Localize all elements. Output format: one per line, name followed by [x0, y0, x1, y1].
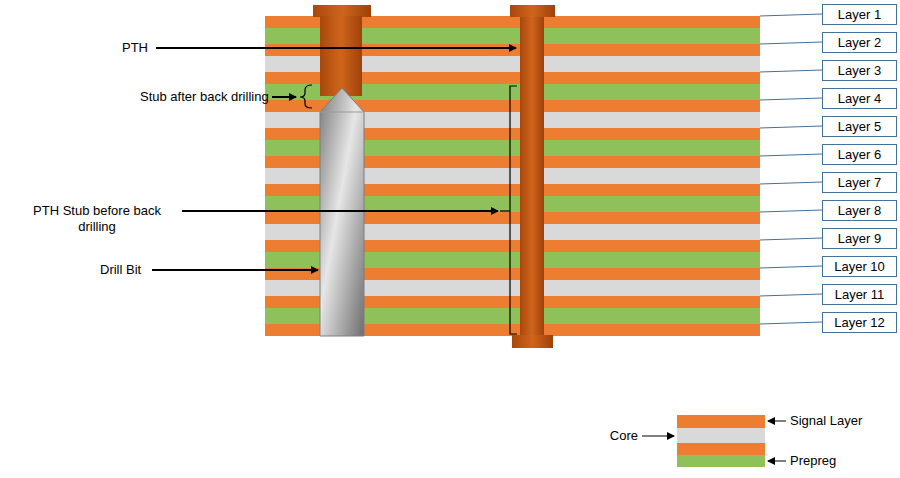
layer-label-box: Layer 2 [822, 32, 897, 53]
layer-label: Layer 12 [834, 315, 885, 330]
legend-swatch [677, 443, 765, 455]
leader-lines [760, 14, 822, 324]
layer-label-box: Layer 12 [822, 312, 897, 333]
callout-arrows [152, 48, 516, 270]
layer-label-box: Layer 1 [822, 4, 897, 25]
layer-label: Layer 10 [834, 259, 885, 274]
layer-label-box: Layer 5 [822, 116, 897, 137]
layer-label: Layer 9 [838, 231, 881, 246]
layer-label: Layer 3 [838, 63, 881, 78]
layer-label: Layer 1 [838, 7, 881, 22]
legend-label: Prepreg [790, 453, 836, 469]
layer-label: Layer 11 [835, 287, 885, 302]
legend-arrows [642, 421, 786, 461]
layer-label: Layer 5 [838, 119, 881, 134]
callout-label: Stub after back drilling [140, 89, 269, 105]
layer-label-box: Layer 3 [822, 60, 897, 81]
brackets [300, 85, 517, 334]
callout-label: Drill Bit [100, 262, 141, 278]
layer-label-box: Layer 4 [822, 88, 897, 109]
layer-label: Layer 8 [838, 203, 881, 218]
legend-swatch [677, 415, 765, 428]
layer-stack [265, 16, 760, 336]
backdrilled-via [313, 5, 371, 336]
layer-label-box: Layer 11 [822, 284, 897, 305]
plated-through-hole [510, 5, 555, 348]
layer-label-box: Layer 10 [822, 256, 897, 277]
layer-label: Layer 2 [838, 35, 881, 50]
legend-label: Signal Layer [790, 413, 862, 429]
layer-label: Layer 6 [838, 147, 881, 162]
legend-stack [677, 415, 765, 467]
layer-label-box: Layer 8 [822, 200, 897, 221]
layer-label-box: Layer 7 [822, 172, 897, 193]
layer-label-box: Layer 6 [822, 144, 897, 165]
callout-label: PTH Stub before back drilling [18, 203, 176, 235]
layer-label: Layer 4 [838, 91, 881, 106]
callout-label: PTH [122, 40, 148, 56]
legend-label: Core [610, 428, 638, 444]
layer-label-box: Layer 9 [822, 228, 897, 249]
layer-label: Layer 7 [838, 175, 881, 190]
legend-swatch [677, 428, 765, 443]
legend-swatch [677, 455, 765, 467]
